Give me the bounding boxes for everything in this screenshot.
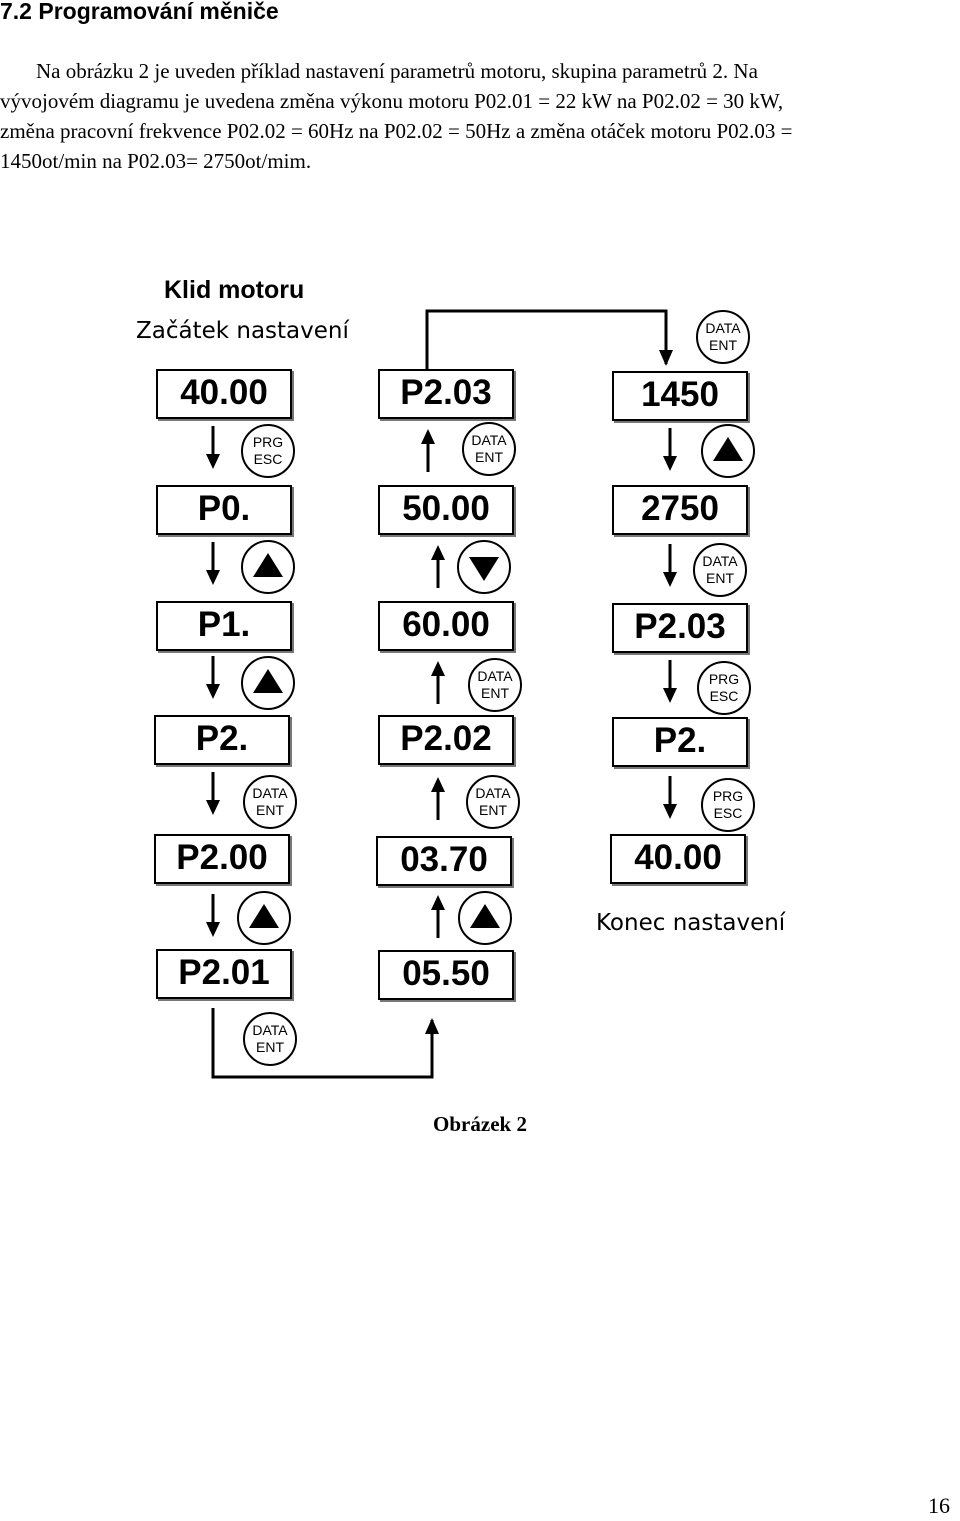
arrow-up-icon — [421, 429, 435, 472]
arrow-down-icon — [206, 656, 220, 699]
up-button[interactable] — [237, 891, 291, 945]
ent-key-label: ENT — [256, 1039, 284, 1055]
display-p2-02: P2.02 — [378, 715, 514, 765]
up-triangle-icon — [713, 437, 743, 461]
data-key-label: DATA — [705, 320, 741, 336]
arrow-down-icon — [663, 544, 677, 587]
up-triangle-icon — [253, 669, 283, 693]
display-p2-01: P2.01 — [156, 949, 292, 999]
down-button[interactable] — [457, 540, 511, 594]
arrow-down-icon — [663, 660, 677, 703]
arrow-down-icon — [206, 894, 220, 937]
arrow-up-icon — [431, 545, 445, 588]
paragraph-line-2: vývojovém diagramu je uvedena změna výko… — [0, 89, 784, 113]
intro-paragraph: Na obrázku 2 je uveden příklad nastavení… — [0, 56, 940, 176]
loop-connector-top-arrowhead — [659, 350, 673, 366]
arrow-down-icon — [663, 776, 677, 819]
up-triangle-icon — [249, 904, 279, 928]
up-button[interactable] — [241, 656, 295, 710]
display-03-70: 03.70 — [376, 836, 512, 886]
arrow-up-icon — [431, 895, 445, 938]
end-label: Konec nastavení — [596, 910, 786, 936]
data-key-label: DATA — [471, 432, 507, 448]
arrow-up-icon — [431, 777, 445, 820]
up-triangle-icon — [470, 904, 500, 928]
loop-connector-top — [425, 309, 668, 372]
ent-key-label: ENT — [709, 337, 737, 353]
display-60-00: 60.00 — [378, 601, 514, 651]
display-p2-return: P2. — [612, 717, 748, 767]
data-key-label: DATA — [477, 668, 513, 684]
ent-key-label: ENT — [481, 685, 509, 701]
display-p2-03-result: P2.03 — [612, 603, 748, 653]
section-heading: 7.2 Programování měniče — [0, 0, 279, 24]
arrow-down-icon — [663, 428, 677, 471]
down-triangle-icon — [469, 557, 499, 581]
page-number: 16 — [928, 1493, 950, 1518]
display-1450: 1450 — [612, 371, 748, 421]
esc-key-label: ESC — [713, 805, 743, 821]
display-p0: P0. — [156, 485, 292, 535]
data-key-label: DATA — [252, 1022, 288, 1038]
start-subtitle: Začátek nastavení — [136, 318, 349, 344]
prg-key-label: PRG — [712, 788, 744, 804]
up-button[interactable] — [241, 540, 295, 594]
ent-key-label: ENT — [256, 802, 284, 818]
display-end: 40.00 — [610, 834, 746, 884]
display-p1: P1. — [156, 601, 292, 651]
paragraph-line-1: Na obrázku 2 je uveden příklad nastavení… — [36, 59, 758, 83]
display-start: 40.00 — [156, 369, 292, 419]
up-button[interactable] — [458, 891, 512, 945]
start-title: Klid motoru — [164, 276, 305, 304]
paragraph-line-3: změna pracovní frekvence P02.02 = 60Hz n… — [0, 119, 793, 143]
display-05-50: 05.50 — [378, 950, 514, 1000]
data-key-label: DATA — [702, 553, 738, 569]
display-50-00: 50.00 — [378, 485, 514, 535]
data-key-label: DATA — [475, 785, 511, 801]
display-p2-00: P2.00 — [154, 834, 290, 884]
prg-key-label: PRG — [708, 671, 740, 687]
arrow-up-icon — [431, 661, 445, 704]
arrow-down-icon — [206, 542, 220, 585]
ent-key-label: ENT — [479, 802, 507, 818]
up-button[interactable] — [701, 424, 755, 478]
figure-caption: Obrázek 2 — [433, 1112, 527, 1136]
up-triangle-icon — [253, 553, 283, 577]
ent-key-label: ENT — [706, 570, 734, 586]
arrow-down-icon — [206, 772, 220, 815]
arrow-down-icon — [206, 426, 220, 469]
esc-key-label: ESC — [709, 688, 739, 704]
data-key-label: DATA — [252, 785, 288, 801]
display-2750: 2750 — [612, 485, 748, 535]
paragraph-line-4: 1450ot/min na P02.03= 2750ot/mim. — [0, 149, 312, 173]
display-p2: P2. — [154, 715, 290, 765]
esc-key-label: ESC — [253, 451, 283, 467]
loop-connector-bottom-arrowhead — [425, 1018, 439, 1034]
ent-key-label: ENT — [475, 449, 503, 465]
display-p2-03: P2.03 — [378, 369, 514, 419]
prg-key-label: PRG — [252, 434, 284, 450]
